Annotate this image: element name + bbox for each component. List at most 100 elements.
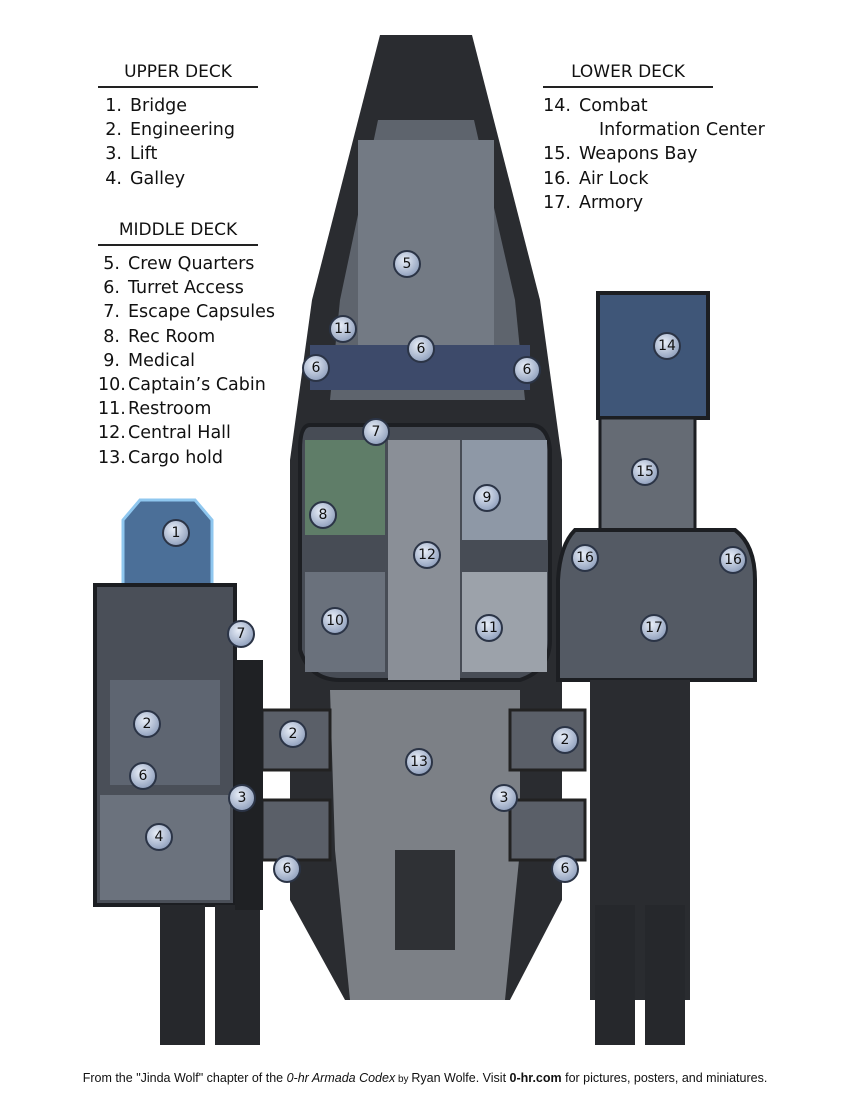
room-marker: 12: [413, 541, 441, 569]
legend-item: 6. Turret Access: [98, 276, 276, 300]
legend-number: 2.: [105, 120, 122, 141]
legend-label: Weapons Bay: [579, 144, 698, 165]
upper-deck-title: UPPER DECK: [98, 62, 258, 88]
legend-label: Captain’s Cabin: [128, 375, 266, 396]
room-marker: 17: [640, 614, 668, 642]
website-link[interactable]: 0-hr.com: [509, 1071, 562, 1085]
legend-number: 5.: [103, 254, 120, 274]
legend-number: 10.: [98, 375, 126, 396]
footer-tail: for pictures, posters, and miniatures.: [561, 1071, 768, 1085]
armory-room: [556, 528, 757, 682]
legend-number: 14.: [543, 96, 571, 116]
room-marker: 9: [473, 484, 501, 512]
room-marker: 3: [228, 784, 256, 812]
room-marker: 2: [133, 710, 161, 738]
room-marker: 16: [571, 544, 599, 572]
room-marker: 11: [475, 614, 503, 642]
legend-label: Galley: [130, 168, 186, 189]
legend-number: 12.: [98, 423, 126, 444]
legend-number: 17.: [543, 192, 571, 213]
legend-item: 15. Weapons Bay: [543, 142, 778, 166]
legend-label: Medical: [128, 350, 196, 371]
legend-label: Air Lock: [579, 168, 649, 189]
legend-number: 11.: [98, 399, 126, 420]
restroom: [462, 572, 547, 672]
legend-item: 11.Restroom: [98, 397, 276, 421]
room-marker: 7: [362, 418, 390, 446]
middle-deck-title: MIDDLE DECK: [98, 220, 258, 246]
room-marker: 10: [321, 607, 349, 635]
middle-deck-legend: MIDDLE DECK 5. Crew Quarters 6. Turret Acce…: [98, 220, 276, 470]
legend-item: 13.Cargo hold: [98, 446, 276, 470]
right-engine-a: [595, 905, 635, 1045]
room-marker: 13: [405, 748, 433, 776]
cic-room: [596, 291, 710, 420]
room-marker: 6: [513, 356, 541, 384]
legend-number: 4.: [105, 168, 122, 189]
legend-label: Central Hall: [128, 423, 231, 444]
legend-item: 17. Armory: [543, 191, 778, 215]
left-pod-lower: [260, 798, 332, 862]
room-marker: 6: [407, 335, 435, 363]
room-marker: 4: [145, 823, 173, 851]
legend-label: Turret Access: [128, 278, 244, 299]
legend-item: 1. Bridge: [98, 94, 258, 118]
engineering-room: [110, 680, 220, 785]
footer-author: Ryan Wolfe. Visit: [411, 1071, 510, 1085]
legend-number: 8.: [103, 326, 120, 347]
room-marker: 14: [653, 332, 681, 360]
right-pod-lower: [508, 798, 587, 862]
book-title: 0-hr Armada Codex: [286, 1071, 396, 1085]
legend-label: Combat: [579, 96, 648, 116]
legend-number: 13.: [98, 447, 126, 468]
left-engine-a: [160, 905, 205, 1045]
legend-item: Information Center: [543, 118, 778, 142]
right-engine-b: [645, 905, 685, 1045]
legend-item: 8. Rec Room: [98, 325, 276, 349]
legend-number: 9.: [103, 350, 120, 371]
legend-label: Crew Quarters: [128, 254, 255, 274]
legend-item: 9. Medical: [98, 349, 276, 373]
legend-label: Rec Room: [128, 326, 216, 347]
footer-credit: From the "Jinda Wolf" chapter of the 0-h…: [0, 1071, 850, 1085]
legend-label: Engineering: [130, 120, 235, 141]
legend-label: Restroom: [128, 399, 212, 420]
legend-label: Lift: [130, 144, 158, 165]
footer-text: From the "Jinda Wolf" chapter of the: [82, 1071, 287, 1085]
legend-label: Information Center: [599, 120, 765, 141]
legend-item: 4. Galley: [98, 167, 258, 191]
legend-item: 10.Captain’s Cabin: [98, 373, 276, 397]
legend-item: 3. Lift: [98, 142, 258, 166]
cargo-vehicle: [395, 850, 455, 950]
legend-number: 3.: [105, 144, 122, 165]
room-marker: 3: [490, 784, 518, 812]
legend-item: 2. Engineering: [98, 118, 258, 142]
room-marker: 11: [329, 315, 357, 343]
room-marker: 7: [227, 620, 255, 648]
legend-number: 6.: [103, 278, 120, 299]
legend-number: 15.: [543, 144, 571, 165]
legend-number: 7.: [103, 302, 120, 323]
legend-label: Cargo hold: [128, 447, 223, 468]
room-marker: 6: [129, 762, 157, 790]
room-marker: 15: [631, 458, 659, 486]
legend-label: Bridge: [130, 96, 188, 116]
left-engine-b: [215, 905, 260, 1045]
room-marker: 2: [279, 720, 307, 748]
legend-label: Armory: [579, 192, 644, 213]
legend-label: Escape Capsules: [128, 302, 275, 323]
cargo-hold: [330, 690, 520, 1000]
legend-item: 16. Air Lock: [543, 167, 778, 191]
room-marker: 1: [162, 519, 190, 547]
legend-number: 1.: [105, 96, 122, 116]
legend-item: 5. Crew Quarters: [98, 252, 276, 276]
room-marker: 6: [551, 855, 579, 883]
room-marker: 5: [393, 250, 421, 278]
legend-number: 16.: [543, 168, 571, 189]
legend-item: 12.Central Hall: [98, 421, 276, 445]
room-marker: 6: [273, 855, 301, 883]
legend-item: 7. Escape Capsules: [98, 300, 276, 324]
